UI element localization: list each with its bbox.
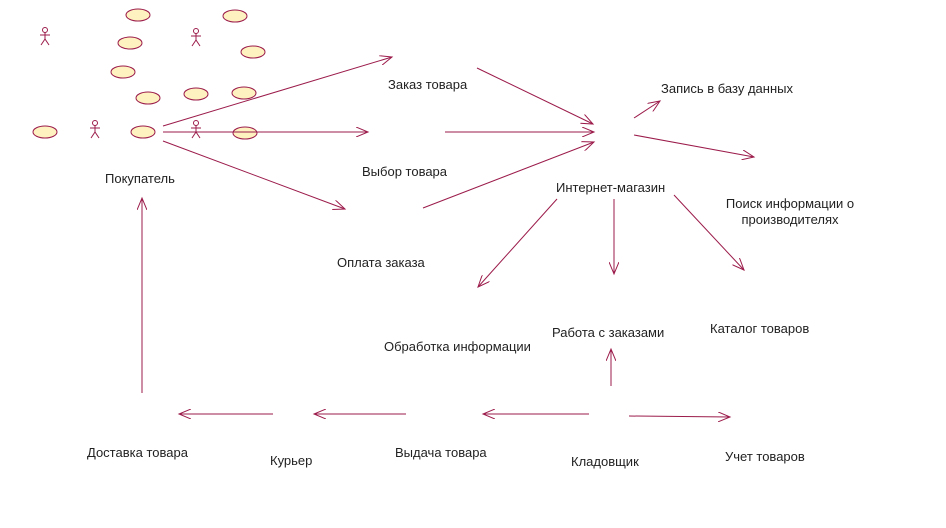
label-dostavka-tovara[interactable]: Доставка товара — [87, 445, 188, 460]
arrow-kladovshchik-uchet[interactable] — [628, 416, 730, 417]
label-kladovshchik[interactable]: Кладовщик — [571, 454, 639, 469]
use-case-ellipse-icon[interactable] — [222, 9, 248, 23]
label-internet-magazin[interactable]: Интернет-магазин — [556, 180, 666, 195]
use-case-ellipse-icon[interactable] — [117, 36, 143, 50]
use-case-ellipse-icon[interactable] — [110, 65, 136, 79]
label-zapis-v-bazu[interactable]: Запись в базу данных — [661, 81, 793, 96]
use-case-ellipse-icon[interactable] — [231, 86, 257, 100]
arrow-zakaz-magazin[interactable] — [476, 67, 593, 124]
use-case-ellipse-icon[interactable] — [125, 8, 151, 22]
label-poisk-info-line1: Поиск информации о — [725, 196, 855, 211]
use-case-ellipses — [32, 8, 266, 140]
stick-figure-actor-icon[interactable] — [40, 27, 50, 46]
use-case-ellipse-icon[interactable] — [240, 45, 266, 59]
label-poisk-info-line2: производителях — [741, 212, 839, 227]
label-vybor-tovara[interactable]: Выбор товара — [362, 164, 448, 179]
label-oplata-zakaza[interactable]: Оплата заказа — [337, 255, 425, 270]
connectors — [142, 57, 754, 417]
actors — [40, 27, 201, 139]
arrow-magazin-zapis[interactable] — [633, 101, 660, 119]
label-vydacha-tovara[interactable]: Выдача товара — [395, 445, 487, 460]
stick-figure-actor-icon[interactable] — [191, 120, 201, 139]
arrow-magazin-poisk[interactable] — [633, 134, 754, 157]
label-pokupatel[interactable]: Покупатель — [105, 171, 175, 186]
use-case-ellipse-icon[interactable] — [135, 91, 161, 105]
label-rabota-s-zakazami[interactable]: Работа с заказами — [552, 325, 665, 340]
use-case-ellipse-icon[interactable] — [232, 126, 258, 140]
arrow-oplata-magazin[interactable] — [422, 142, 594, 209]
label-katalog-tovarov[interactable]: Каталог товаров — [710, 321, 810, 336]
label-zakaz-tovara[interactable]: Заказ товара — [388, 77, 468, 92]
use-case-ellipse-icon[interactable] — [183, 87, 209, 101]
label-obrabotka-informacii[interactable]: Обработка информации — [384, 339, 531, 354]
stick-figure-actor-icon[interactable] — [90, 120, 100, 139]
use-case-ellipse-icon[interactable] — [32, 125, 58, 139]
label-kurer[interactable]: Курьер — [270, 453, 313, 468]
arrow-pokupatel-zakaz[interactable] — [162, 57, 392, 127]
label-poisk-info[interactable]: Поиск информации о производителях — [714, 196, 866, 228]
arrow-magazin-obrabotka[interactable] — [478, 198, 558, 287]
arrow-pokupatel-oplata[interactable] — [162, 140, 345, 209]
label-uchet-tovarov[interactable]: Учет товаров — [725, 449, 805, 464]
use-case-ellipse-icon[interactable] — [130, 125, 156, 139]
arrow-magazin-katalog[interactable] — [673, 194, 744, 270]
stick-figure-actor-icon[interactable] — [191, 28, 201, 47]
